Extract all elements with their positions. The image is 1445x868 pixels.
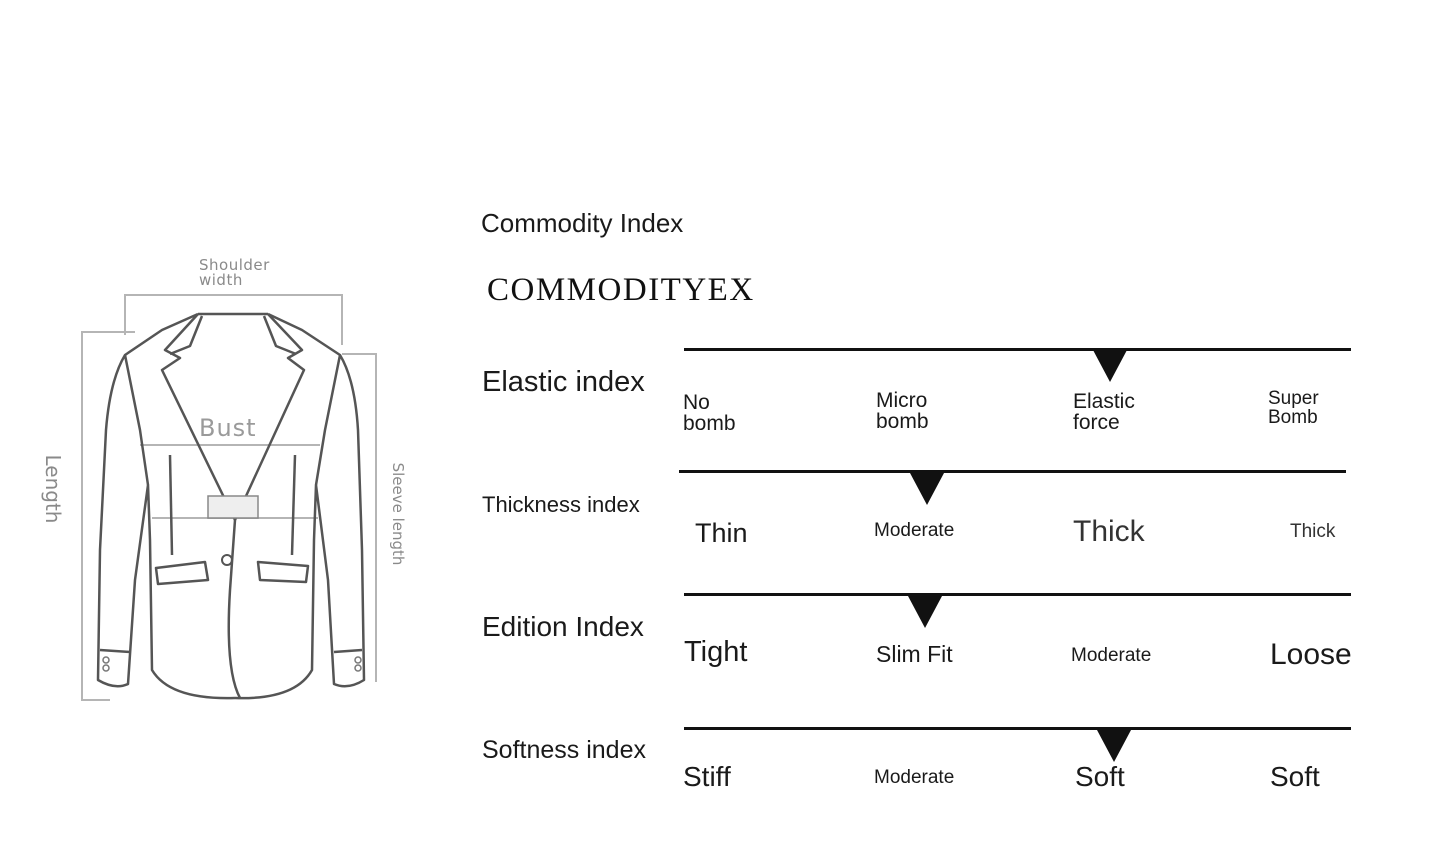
softness-scale-line (684, 727, 1351, 730)
elastic-option: No bomb (683, 391, 736, 435)
thickness-scale-line (679, 470, 1346, 473)
length-label: Length (41, 454, 65, 524)
bust-label: Bust (199, 414, 257, 442)
elastic-option: Elastic force (1073, 390, 1135, 434)
elastic-index-label: Elastic index (482, 366, 645, 398)
edition-index-label: Edition Index (482, 611, 644, 642)
elastic-option: Super Bomb (1268, 388, 1319, 428)
softness-marker (1097, 730, 1131, 762)
thickness-option: Thin (695, 518, 748, 548)
softness-option: Soft (1075, 761, 1125, 792)
softness-option: Moderate (874, 767, 955, 788)
jacket-diagram (81, 294, 377, 701)
edition-option: Tight (684, 636, 748, 668)
edition-scale-line (684, 593, 1351, 596)
thickness-index-label: Thickness index (482, 492, 640, 517)
thickness-option: Moderate (874, 520, 955, 541)
thickness-option: Thick (1073, 515, 1145, 548)
edition-option: Loose (1270, 638, 1352, 671)
commodity-index-title: Commodity Index (481, 208, 684, 238)
softness-option: Soft (1270, 761, 1320, 792)
thickness-marker (910, 473, 944, 505)
edition-option: Moderate (1071, 645, 1152, 666)
softness-index-label: Softness index (482, 736, 646, 764)
commodity-index-subtitle: COMMODITYEX (487, 272, 755, 308)
softness-option: Stiff (683, 761, 731, 792)
thickness-option: Thick (1290, 521, 1336, 542)
elastic-option: Micro bomb (876, 389, 929, 433)
edition-option: Slim Fit (876, 641, 953, 667)
elastic-scale-line (684, 348, 1351, 351)
shoulder-width-label: Shoulder width (199, 256, 270, 289)
sleeve-length-label: Sleeve length (389, 462, 407, 566)
edition-marker (908, 596, 942, 628)
elastic-marker (1093, 350, 1127, 382)
